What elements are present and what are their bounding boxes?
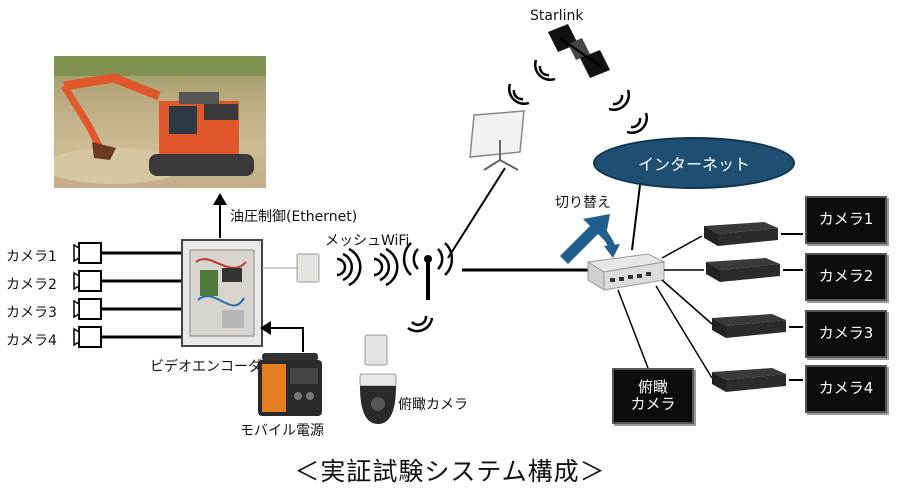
- video-encoder-label: ビデオエンコーダ: [150, 359, 262, 375]
- decoder-boxes-icon: [704, 222, 786, 392]
- mesh-ap-small-icon: [262, 253, 320, 283]
- video-encoder-icon: [181, 239, 263, 347]
- monitor-camera-3: カメラ3: [805, 310, 887, 358]
- satellite-waves-right-icon: [608, 89, 648, 134]
- input-camera-label: カメラ3: [6, 305, 57, 321]
- starlink-dish-icon: [469, 110, 525, 171]
- monitor-camera-4: カメラ4: [805, 365, 887, 413]
- monitor-overhead-camera: 俯瞰 カメラ: [612, 368, 694, 424]
- internet-cloud: インターネット: [593, 137, 795, 189]
- wifi-tower-icon: [402, 242, 454, 300]
- wifi-waves-icon: [336, 247, 399, 287]
- mesh-wifi-label: メッシュWiFi: [325, 233, 410, 249]
- decoder-lines: [617, 235, 713, 379]
- internet-switch-line: [631, 184, 641, 251]
- monitor-lines: [781, 233, 803, 381]
- mobile-power-label: モバイル電源: [240, 423, 324, 439]
- input-camera-label: カメラ4: [6, 333, 57, 349]
- monitor-camera-1: カメラ1: [805, 196, 887, 244]
- input-camera-icons: [73, 242, 182, 348]
- monitor-overhead-line2: カメラ: [630, 395, 676, 413]
- monitor-overhead-line1: 俯瞰: [637, 377, 668, 396]
- input-camera-label: カメラ2: [6, 277, 57, 293]
- network-switch-icon: [586, 253, 666, 291]
- wifi-waves-overhead-icon: [407, 315, 434, 333]
- overhead-camera-icon: [359, 334, 397, 424]
- switchover-arrow-icon: [560, 214, 620, 264]
- satellite-icon: [548, 24, 610, 78]
- monitor-camera-2: カメラ2: [805, 253, 887, 301]
- diagram-caption: ＜実証試験システム構成＞: [294, 457, 606, 486]
- excavator-photo: [54, 56, 266, 188]
- power-arrow: [260, 321, 304, 352]
- input-camera-label: カメラ1: [6, 249, 57, 265]
- satellite-waves-left-icon: [508, 59, 556, 105]
- overhead-camera-label: 俯瞰カメラ: [398, 397, 468, 413]
- mobile-power-icon: [258, 353, 322, 416]
- link-line-starlink: [447, 167, 506, 259]
- starlink-label: Starlink: [530, 8, 584, 24]
- hydraulic-label: 油圧制御(Ethernet): [230, 209, 358, 225]
- hydraulic-arrow: [213, 193, 227, 238]
- switchover-label: 切り替え: [555, 195, 611, 211]
